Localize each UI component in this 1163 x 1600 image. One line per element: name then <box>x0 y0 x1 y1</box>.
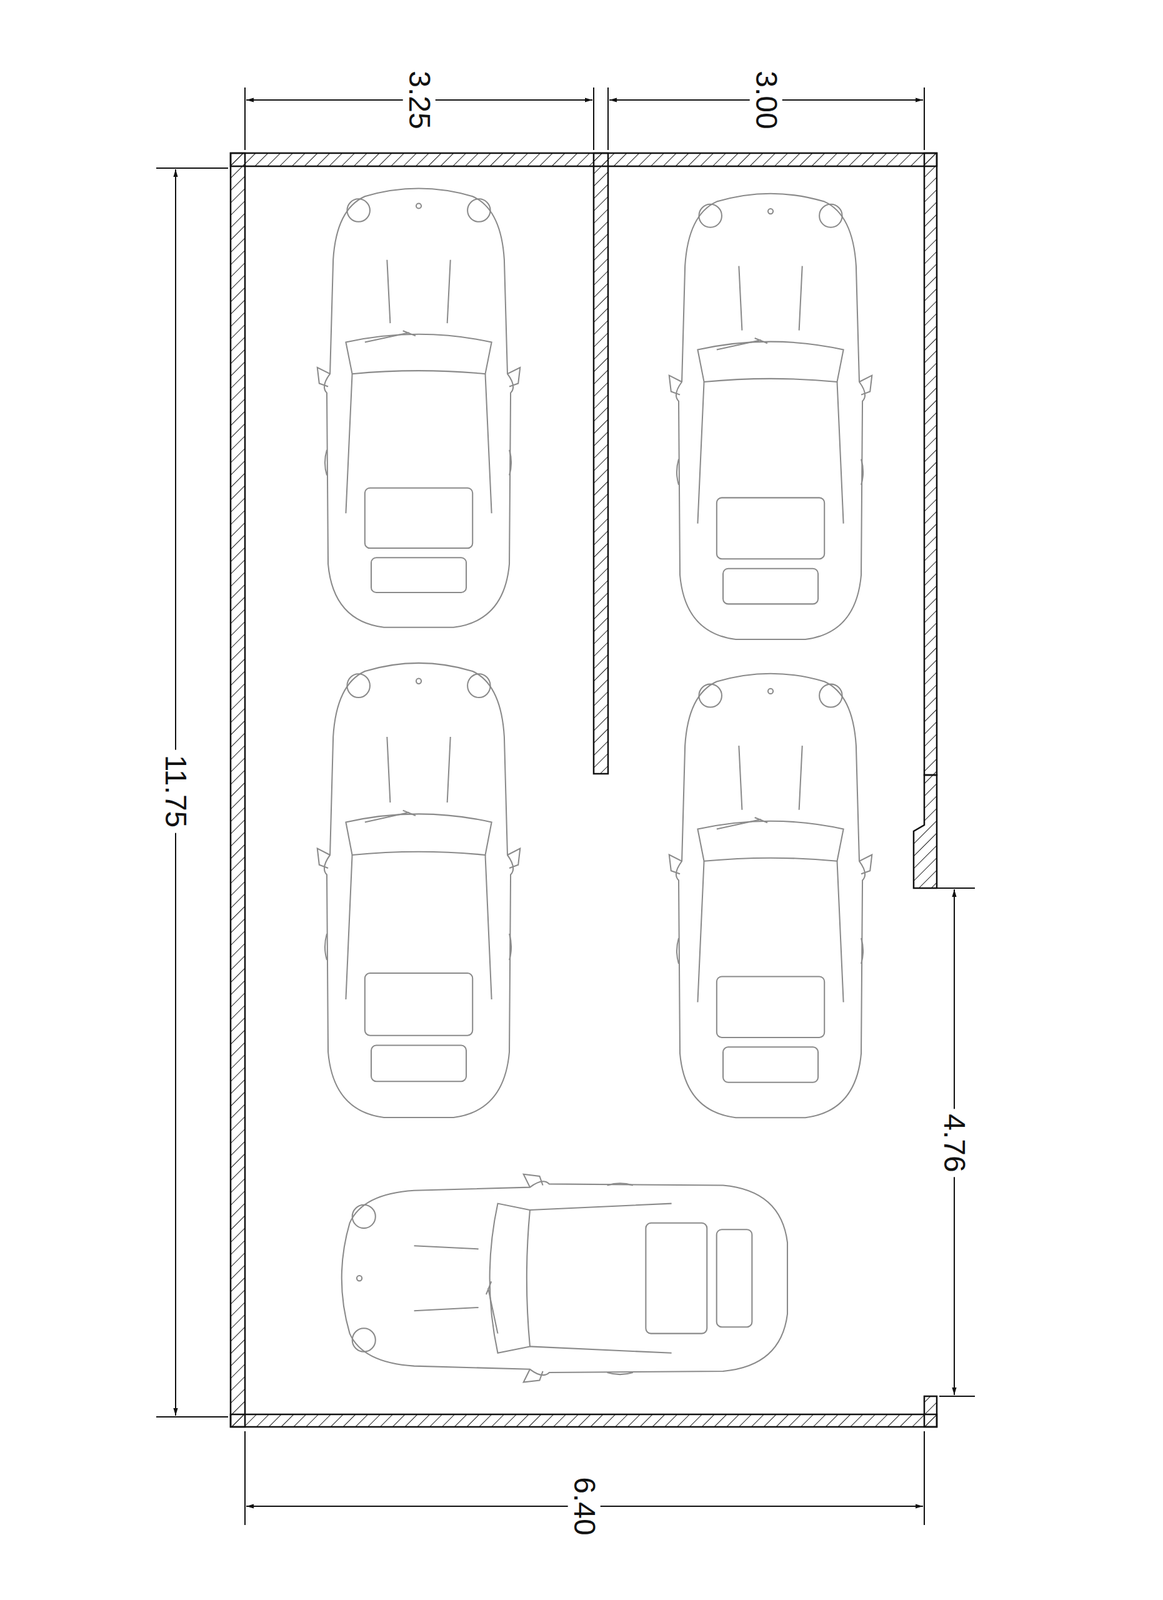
dimension-label: 4.76 <box>938 1108 971 1177</box>
dimension-line <box>156 87 975 1525</box>
dimension-label: 3.25 <box>403 65 436 134</box>
dimension-label: 3.00 <box>749 65 783 134</box>
dimension-label: 6.40 <box>568 1471 601 1540</box>
wall <box>230 153 937 1427</box>
car-illustration <box>317 188 872 1383</box>
dimension-label: 11.75 <box>159 749 192 834</box>
